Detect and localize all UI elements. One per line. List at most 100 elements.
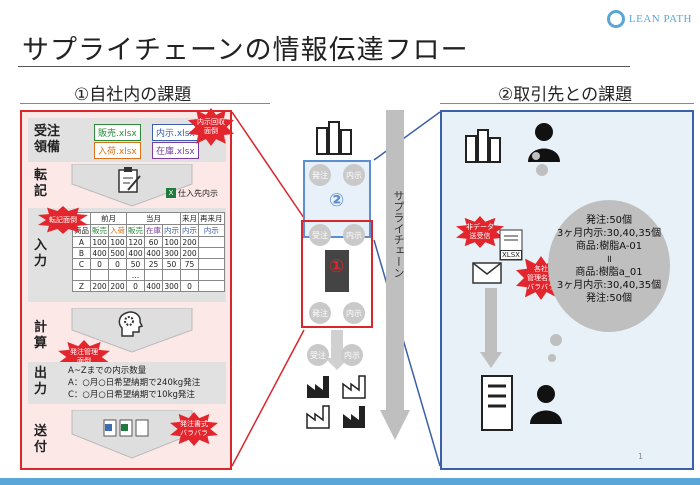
right-heading-rule	[440, 103, 694, 104]
table-cell: 100	[162, 236, 181, 248]
table-cell	[198, 258, 225, 270]
partner-buildings-icon	[465, 129, 501, 163]
table-cell: 300	[162, 280, 181, 292]
table-header-cell: 再来月	[198, 212, 225, 225]
output-label-1: 出	[34, 366, 48, 381]
transfer-label-1: 転	[34, 168, 48, 183]
cloud-text-block: 発注:50個 3ヶ月内示:30,40,35個 商品:樹脂A-01 ॥ 商品:樹脂…	[542, 214, 676, 305]
table-cell: 75	[180, 258, 199, 270]
table-header-cell: 内示	[180, 224, 199, 237]
down-arrow-right	[480, 288, 502, 368]
clipboard-icon	[118, 167, 141, 193]
table-cell: 0	[108, 258, 127, 270]
table-header-cell: 来月	[180, 212, 199, 225]
input-row: 入 力 前月 当月 来月 再来月 商品 販売 入荷 販売 在庫 内示 内示 内示…	[28, 208, 226, 302]
output-line: C：○月○日希望納期で10kg発注	[68, 390, 195, 400]
sales-file: 販売.xlsx	[94, 124, 141, 141]
cloud-line: 商品:樹脂A-01	[575, 241, 643, 252]
table-cell: 500	[108, 247, 127, 259]
internal-issues-panel: 受注 領備 販売.xlsx 内示.xlsx 入荷.xlsx 在庫.xlsx 内示…	[20, 108, 234, 470]
factories-icon	[306, 375, 366, 429]
prepare-label-b: 領備	[34, 140, 61, 155]
data-cloud	[548, 200, 670, 332]
head-gear-icon	[118, 311, 144, 337]
table-header-cell: 販売	[90, 224, 109, 237]
table-cell	[180, 269, 199, 281]
zone-2-number: ②	[329, 190, 345, 211]
tag-low-forecast: 内示	[341, 344, 363, 366]
output-lines: A~Zまでの内示数量 A：○月○日希望納期で240kg発注 C：○月○日希望納期…	[68, 365, 200, 401]
left-heading: ①自社内の課題	[74, 85, 192, 105]
thought-bubbles-bottom	[548, 334, 562, 362]
table-cell: 0	[180, 280, 199, 292]
table-cell: 100	[108, 236, 127, 248]
zoom-lines-right	[373, 111, 441, 467]
own-company-building-icon	[325, 250, 349, 292]
send-label-2: 付	[34, 440, 48, 455]
table-cell	[198, 236, 225, 248]
logo: LEAN PATH	[606, 10, 692, 28]
tag-mid-receive: 受注	[309, 224, 331, 246]
forecast-file: 内示.xlsx	[152, 124, 199, 141]
calc-label-1: 計	[34, 320, 48, 335]
input-label-2: 力	[34, 254, 48, 269]
xlsx-tag: XLSX	[500, 250, 522, 260]
prepare-row: 受注 領備 販売.xlsx 内示.xlsx 入荷.xlsx 在庫.xlsx	[28, 118, 226, 162]
output-row: 出 力 A~Zまでの内示数量 A：○月○日希望納期で240kg発注 C：○月○日…	[28, 362, 226, 404]
output-line: A：○月○日希望納期で240kg発注	[68, 378, 201, 388]
table-cell	[198, 280, 225, 292]
supplier-forecast-label: 仕入先内示	[178, 189, 218, 198]
person-bottom-icon	[530, 385, 562, 424]
red-zone-1: 受注 内示 ① 発注 内示	[301, 220, 373, 328]
table-header-cell: 販売	[126, 224, 145, 237]
table-cell: 120	[126, 236, 145, 248]
supply-chain-label: サプライチェーン	[392, 190, 405, 278]
left-heading-rule	[20, 103, 270, 104]
table-cell: 400	[90, 247, 109, 259]
logo-text: LEAN PATH	[628, 13, 692, 25]
cloud-line: 3ヶ月内示:30,40,35個	[556, 228, 662, 239]
table-cell: B	[72, 247, 91, 259]
table-cell: 200	[180, 236, 199, 248]
input-label-1: 入	[34, 238, 48, 253]
tag-bottom-order: 発注	[309, 302, 331, 324]
calc-label-2: 算	[34, 336, 48, 351]
cloud-line: 3ヶ月内示:30,40,35個	[556, 280, 662, 291]
table-cell	[162, 269, 181, 281]
cloud-line: 商品:樹脂a_01	[575, 267, 643, 278]
arrival-file: 入荷.xlsx	[94, 142, 141, 159]
logo-circle-icon	[606, 10, 625, 28]
table-cell: 100	[90, 236, 109, 248]
table-cell: 25	[144, 258, 163, 270]
cloud-line: 発注:50個	[585, 293, 633, 304]
table-cell	[198, 247, 225, 259]
tag-bottom-forecast: 内示	[343, 302, 365, 324]
table-header-cell: 内示	[162, 224, 181, 237]
thought-bubbles-top	[532, 152, 548, 176]
partner-building-icon	[481, 375, 513, 431]
transfer-label-2: 記	[34, 184, 48, 199]
table-header-cell: 前月	[90, 212, 127, 225]
tag-top-order: 発注	[309, 164, 331, 186]
table-cell: …	[126, 269, 145, 281]
table-header-row-2: 商品 販売 入荷 販売 在庫 内示 内示 内示	[72, 224, 225, 237]
supply-chain-arrow	[380, 110, 410, 440]
zone-1-number: ①	[329, 256, 345, 277]
table-cell	[198, 269, 225, 281]
table-cell: 200	[180, 247, 199, 259]
zoom-lines-left	[232, 111, 305, 467]
table-cell: 200	[90, 280, 109, 292]
send-label-1: 送	[34, 424, 48, 439]
output-line: A~Zまでの内示数量	[68, 366, 147, 376]
table-cell: 400	[126, 247, 145, 259]
table-cell	[144, 269, 163, 281]
title-rule	[18, 66, 630, 67]
stock-file: 在庫.xlsx	[152, 142, 199, 159]
right-heading: ②取引先との課題	[498, 85, 633, 105]
table-header-cell: 在庫	[144, 224, 163, 237]
